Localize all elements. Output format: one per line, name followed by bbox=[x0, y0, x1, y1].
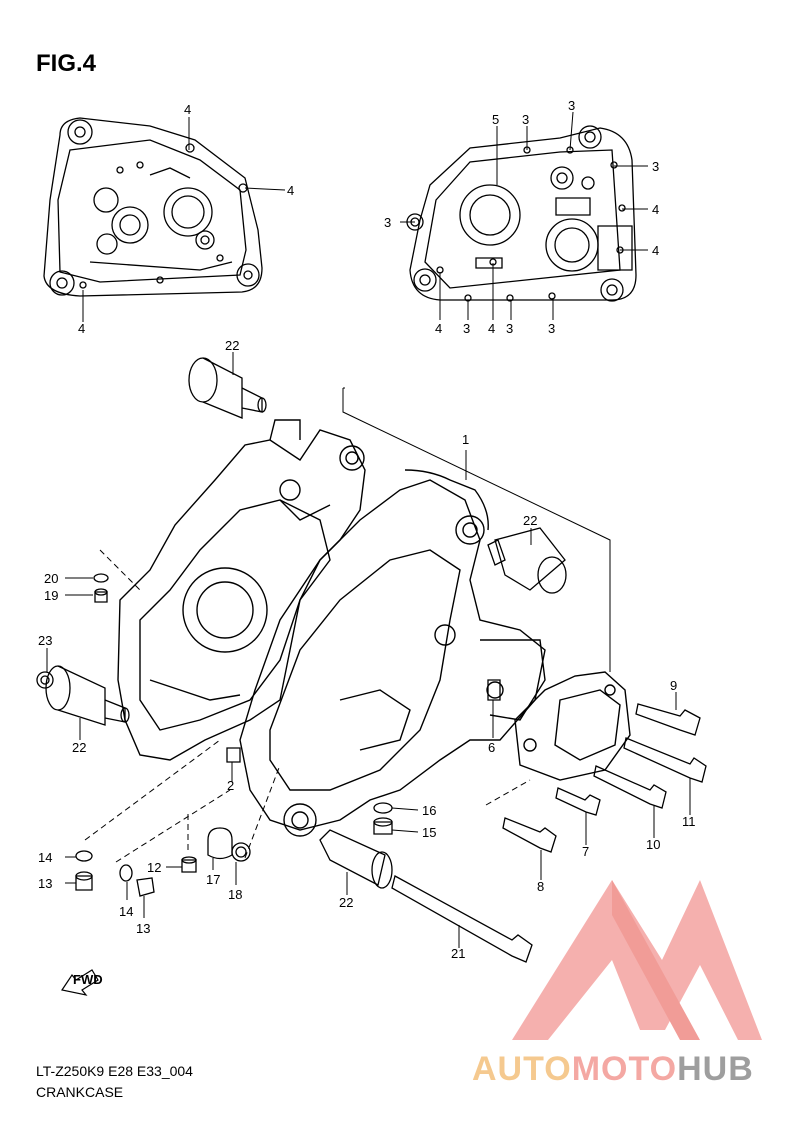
callout-3: 3 bbox=[522, 112, 529, 127]
callout-4: 4 bbox=[652, 202, 659, 217]
callout-4: 4 bbox=[488, 321, 495, 336]
fwd-label: FWD bbox=[73, 972, 103, 987]
callout-8: 8 bbox=[537, 879, 544, 894]
left-crankcase-half-drawing bbox=[43, 117, 263, 297]
callout-9: 9 bbox=[670, 678, 677, 693]
callout-11: 11 bbox=[682, 814, 696, 829]
callout-4: 4 bbox=[78, 321, 85, 336]
callout-17: 17 bbox=[206, 872, 220, 887]
callout-16: 16 bbox=[422, 803, 436, 818]
callout-3: 3 bbox=[548, 321, 555, 336]
callout-4: 4 bbox=[184, 102, 191, 117]
callout-6: 6 bbox=[488, 740, 495, 755]
watermark-auto: AUTO bbox=[472, 1050, 572, 1088]
crankcase-assembly-drawing bbox=[117, 419, 631, 837]
callout-10: 10 bbox=[646, 837, 660, 852]
callout-3: 3 bbox=[568, 98, 575, 113]
callout-22: 22 bbox=[225, 338, 239, 353]
callout-2: 2 bbox=[227, 778, 234, 793]
callout-12: 12 bbox=[147, 860, 161, 875]
callout-23: 23 bbox=[38, 633, 52, 648]
callout-22: 22 bbox=[339, 895, 353, 910]
callout-13: 13 bbox=[136, 921, 150, 936]
watermark-brand: AUTOMOTOHUB bbox=[472, 1050, 754, 1089]
callout-22: 22 bbox=[72, 740, 86, 755]
callout-15: 15 bbox=[422, 825, 436, 840]
callout-14: 14 bbox=[119, 904, 133, 919]
sleeve-bearing-parts bbox=[45, 357, 567, 889]
callout-3: 3 bbox=[384, 215, 391, 230]
right-crankcase-half-drawing bbox=[406, 125, 637, 302]
watermark-hub: HUB bbox=[677, 1050, 754, 1088]
callout-7: 7 bbox=[582, 844, 589, 859]
callout-22: 22 bbox=[523, 513, 537, 528]
figure-title: FIG.4 bbox=[36, 50, 97, 77]
figure-code: LT-Z250K9 E28 E33_004 bbox=[36, 1063, 193, 1079]
callout-14: 14 bbox=[38, 850, 52, 865]
callout-3: 3 bbox=[506, 321, 513, 336]
callout-4: 4 bbox=[287, 183, 294, 198]
figure-name: CRANKCASE bbox=[36, 1084, 124, 1100]
callout-4: 4 bbox=[652, 243, 659, 258]
callout-13: 13 bbox=[38, 876, 52, 891]
callout-4: 4 bbox=[435, 321, 442, 336]
callout-5: 5 bbox=[492, 112, 499, 127]
bolt-parts bbox=[36, 573, 707, 963]
fwd-arrow-icon: FWD bbox=[61, 969, 103, 996]
callout-18: 18 bbox=[228, 887, 242, 902]
callout-20: 20 bbox=[44, 571, 58, 586]
callout-1: 1 bbox=[462, 432, 469, 447]
watermark-logo-icon bbox=[512, 880, 762, 1040]
callout-3: 3 bbox=[652, 159, 659, 174]
leader-lines bbox=[46, 111, 691, 948]
callout-19: 19 bbox=[44, 588, 58, 603]
callout-21: 21 bbox=[451, 946, 465, 961]
watermark-moto: MOTO bbox=[571, 1050, 678, 1088]
callout-3: 3 bbox=[463, 321, 470, 336]
callout-labels: 4 4 4 5 3 3 3 3 4 4 4 4 3 3 3 1 2 6 22 2… bbox=[38, 98, 696, 961]
